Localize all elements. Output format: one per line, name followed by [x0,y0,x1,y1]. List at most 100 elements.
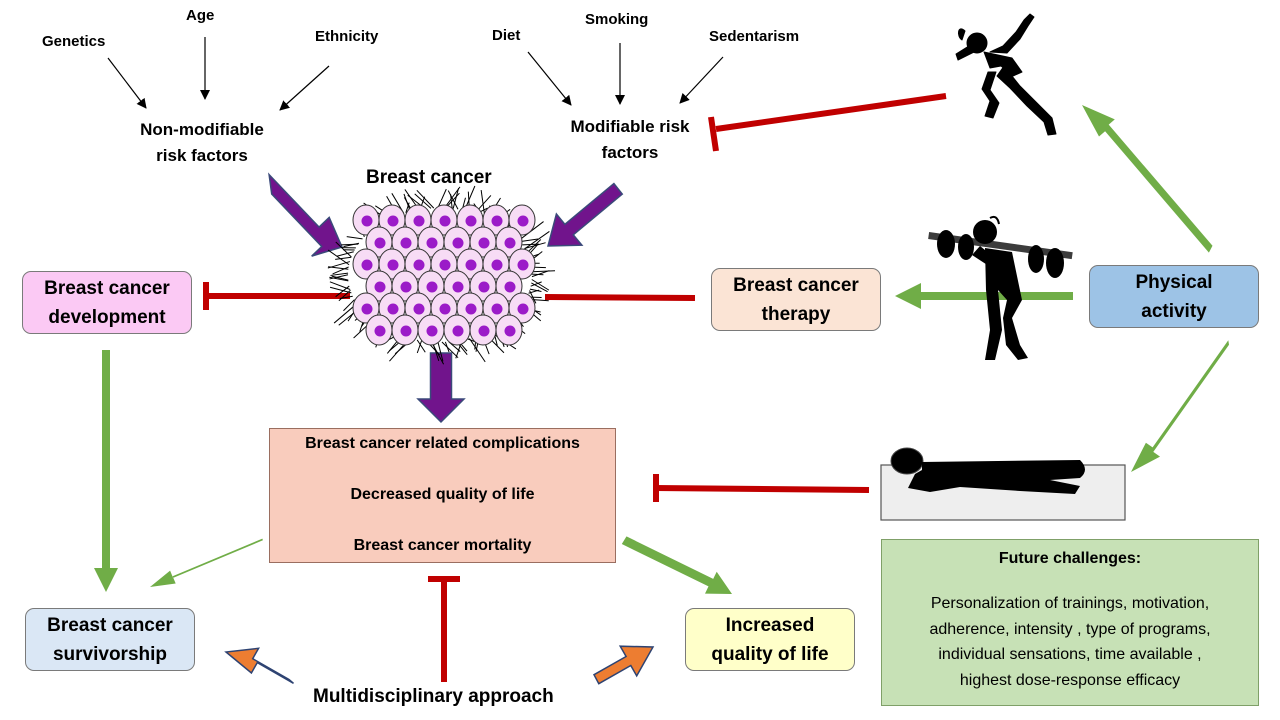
cell-spike [437,341,444,362]
cell-spike [526,239,542,254]
cell-spike [531,270,556,273]
therapy-line-1: Breast cancer [733,274,859,296]
cell-spike [531,279,550,291]
purple-arrow-modifiable [547,182,624,247]
physical-activity-line-2: activity [1141,300,1207,322]
cell-nucleus [439,303,451,315]
genetics-arrow [107,57,147,109]
non-modifiable-line-2: risk factors [156,146,248,165]
cell-spike [336,251,354,257]
runner-inhibits-modifiable [715,93,947,132]
quality-line-1: Increased [725,614,815,636]
cell-nucleus [517,303,529,315]
modifiable-line-1: Modifiable risk [570,117,690,136]
future-challenges-title: Future challenges: [998,550,1142,567]
cell-spike [531,273,544,276]
non-modifiable-risk-factors: Non-modifiable risk factors [124,117,280,169]
cell-nucleus [452,237,464,249]
breast-cancer-cells [327,185,556,365]
survivorship-line-1: Breast cancer [47,614,173,636]
survivorship-line-2: survivorship [52,643,168,665]
increased-quality-of-life-box: Increased quality of life [685,608,855,671]
risk-arrows [107,37,724,111]
cell-spike [528,289,540,294]
cell-spike [332,266,349,275]
cell-nucleus [400,281,412,293]
cell-spike [414,193,432,209]
cell-nucleus [413,259,425,271]
cell-nucleus [387,259,399,271]
cell-spike [447,190,459,210]
green-arrow-to-survivorship-down [94,350,118,592]
breast-cancer-survivorship-box: Breast cancer survivorship [25,608,195,671]
future-line-1: Personalization of trainings, motivation… [930,595,1210,612]
outcome-mortality: Breast cancer mortality [353,537,532,554]
plank-inhibits-central [654,485,870,493]
green-arrow-to-therapy [895,283,1073,309]
future-line-3: individual sensations, time available , [938,646,1202,663]
genetics-label: Genetics [42,33,106,50]
physical-activity-box: Physical activity [1089,265,1259,328]
modifiable-line-2: factors [601,143,659,162]
sedentarism-arrow [679,56,724,104]
cell-spike [346,236,363,240]
cell-nucleus [517,215,529,227]
cell-spike [469,338,486,363]
cell-nucleus [400,237,412,249]
cell-spike [329,274,349,280]
modifiable-risk-factors: Modifiable risk factors [552,114,708,166]
outcome-complications: Breast cancer related complications [305,435,580,452]
cell-spike [343,242,360,248]
cell-nucleus [426,325,438,337]
purple-arrow-nonmodifiable [268,172,344,257]
cell-nucleus [504,325,516,337]
cell-spike [452,188,460,209]
diet-label: Diet [492,27,521,44]
therapy-line-2: therapy [761,303,831,325]
cell-nucleus [504,281,516,293]
cell-spike [530,281,542,287]
development-line-1: Breast cancer [44,277,170,299]
cell-nucleus [465,303,477,315]
cell-nucleus [517,259,529,271]
smoking-label: Smoking [585,11,649,28]
cell-spike [519,238,539,243]
cell-spike [524,231,550,250]
age-label: Age [186,7,215,24]
cell-nucleus [374,281,386,293]
ethnicity-arrow [279,65,330,111]
cell-nucleus [491,215,503,227]
cell-nucleus [452,325,464,337]
cell-nucleus [465,259,477,271]
cell-nucleus [426,237,438,249]
inhibition-lines [203,93,947,682]
cell-nucleus [361,259,373,271]
breast-cancer-title: Breast cancer [366,167,492,188]
green-arrow-central-to-survivorship [150,538,263,587]
breast-cancer-development-box: Breast cancer development [22,271,192,334]
cell-nucleus [374,325,386,337]
cell-spike [480,189,486,217]
cell-nucleus [374,237,386,249]
breast-cancer-therapy-box: Breast cancer therapy [711,268,881,331]
orange-arrow-to-quality [592,645,655,685]
runner-inhibits-modifiable-bar [708,116,719,152]
cell-spike [437,188,447,209]
green-arrow-to-runner [1082,105,1213,253]
cell-spike [335,285,350,298]
sedentarism-label: Sedentarism [709,28,800,45]
cell-nucleus [413,303,425,315]
cell-nucleus [439,215,451,227]
cell-spike [338,289,351,302]
cell-spike [529,288,542,292]
cell-spike [343,299,355,312]
cell-nucleus [361,303,373,315]
cell-nucleus [400,325,412,337]
cell-spike [441,341,459,359]
future-line-4: highest dose-response efficacy [959,671,1181,689]
cell-nucleus [439,259,451,271]
physical-activity-line-1: Physical [1135,271,1213,293]
cell-nucleus [426,281,438,293]
cell-nucleus [413,215,425,227]
